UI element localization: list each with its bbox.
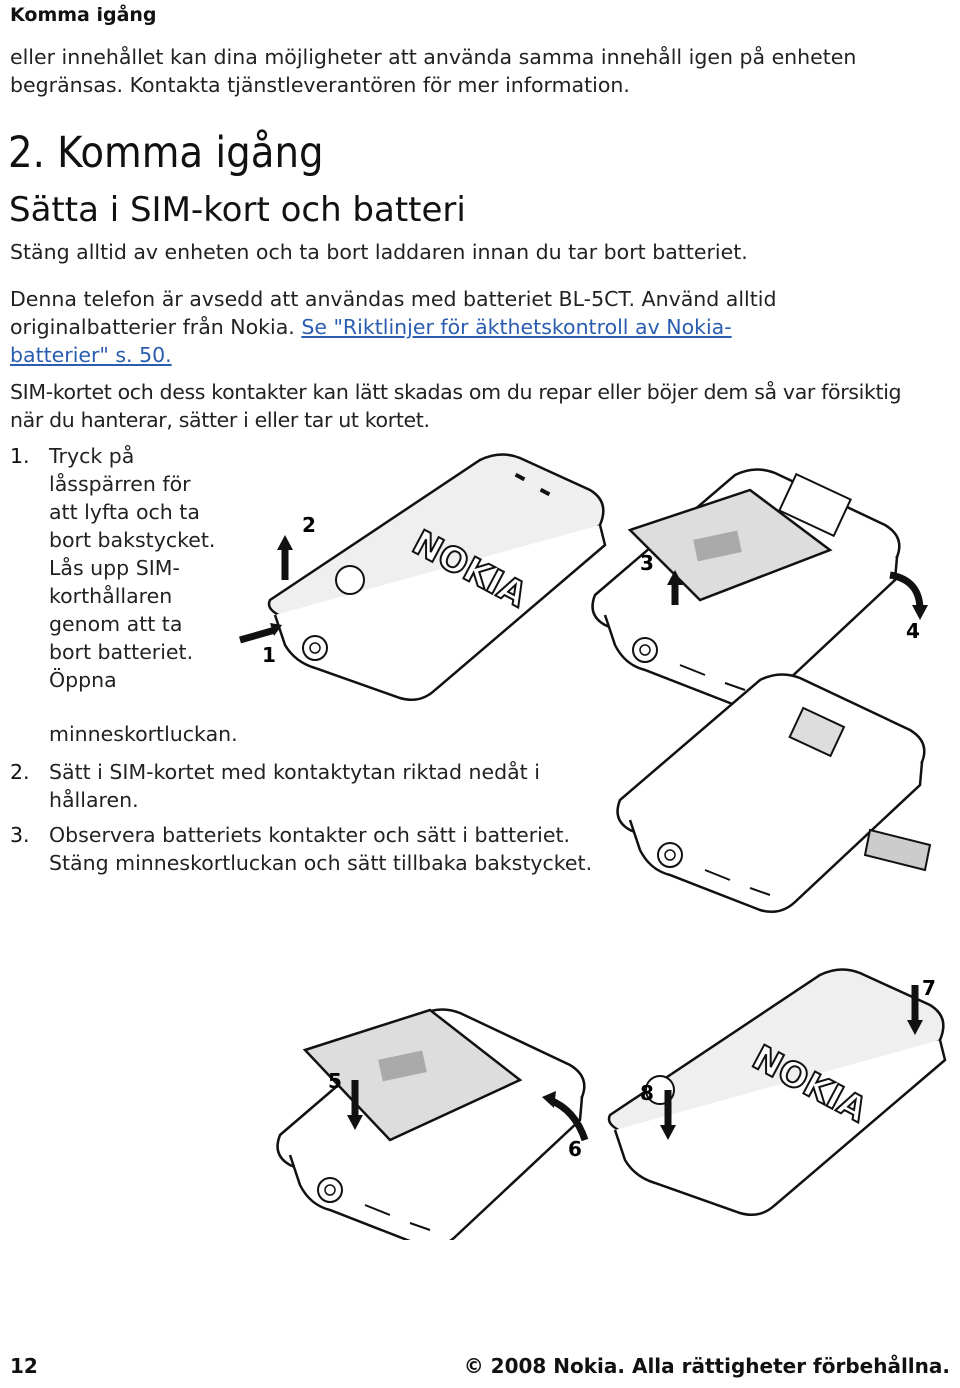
- intro-paragraph: eller innehållet kan dina möjligheter at…: [10, 43, 856, 99]
- battery-line-2-text: originalbatterier från Nokia.: [10, 315, 302, 339]
- copyright-notice: © 2008 Nokia. Alla rättigheter förbehåll…: [463, 1354, 950, 1378]
- arrow-1-icon: [239, 626, 276, 644]
- callout-3: 3: [640, 551, 654, 575]
- step-1-line: korthållaren: [49, 584, 173, 608]
- section-title: Sätta i SIM-kort och batteri: [9, 190, 466, 230]
- step-3-line: Stäng minneskortluckan och sätt tillbaka…: [49, 851, 593, 875]
- callout-4: 4: [906, 619, 920, 643]
- step-2-text: Sätt i SIM-kortet med kontaktytan riktad…: [49, 758, 540, 814]
- step-1-line: att lyfta och ta: [49, 500, 200, 524]
- step-3-line: Observera batteriets kontakter och sätt …: [49, 823, 571, 847]
- battery-line-1: Denna telefon är avsedd att användas med…: [10, 287, 777, 311]
- phone-battery-removal-figure: 3 4: [591, 468, 928, 709]
- callout-7: 7: [922, 976, 936, 1000]
- callout-8: 8: [640, 1081, 654, 1105]
- intro-line-2: begränsas. Kontakta tjänstleverantören f…: [10, 73, 630, 97]
- running-header: Komma igång: [10, 4, 157, 26]
- callout-2: 2: [302, 513, 316, 537]
- callout-1: 1: [262, 643, 276, 667]
- step-2-line: Sätt i SIM-kortet med kontaktytan riktad…: [49, 760, 540, 784]
- authenticity-guidelines-link-cont[interactable]: batterier" s. 50.: [10, 343, 172, 367]
- step-2-line: hållaren.: [49, 788, 139, 812]
- paragraph-battery: Denna telefon är avsedd att användas med…: [10, 285, 777, 369]
- step-1-line: genom att ta: [49, 612, 183, 636]
- step-3-number: 3.: [10, 823, 30, 847]
- sim-care-line-2: när du hanterar, sätter i eller tar ut k…: [10, 408, 430, 432]
- step-1-line: Öppna: [49, 668, 117, 692]
- sim-care-line-1: SIM-kortet och dess kontakter kan lätt s…: [10, 380, 902, 404]
- step-1-line: låsspärren för: [49, 472, 191, 496]
- callout-6: 6: [568, 1137, 582, 1161]
- step-1-line: bort batteriet.: [49, 640, 194, 664]
- step-1-line: Lås upp SIM-: [49, 556, 180, 580]
- sim-battery-installation-illustration: NOKIA 1 2 3 4: [239, 453, 947, 1240]
- step-1-text: Tryck på låsspärren för att lyfta och ta…: [49, 442, 215, 694]
- intro-line-1: eller innehållet kan dina möjligheter at…: [10, 45, 857, 69]
- phone-cover-replace-figure: NOKIA 7 8: [607, 968, 947, 1216]
- callout-5: 5: [328, 1069, 342, 1093]
- chapter-title: 2. Komma igång: [8, 128, 324, 178]
- page-number: 12: [10, 1354, 38, 1378]
- phone-back-cover-figure: NOKIA 1 2: [239, 453, 607, 701]
- paragraph-sim-care: SIM-kortet och dess kontakter kan lätt s…: [10, 378, 902, 434]
- step-1-line: Tryck på: [49, 444, 135, 468]
- authenticity-guidelines-link[interactable]: Se "Riktlinjer för äkthetskontroll av No…: [301, 315, 732, 339]
- sim-card-icon: [788, 706, 846, 758]
- step-2-number: 2.: [10, 760, 30, 784]
- step-3-text: Observera batteriets kontakter och sätt …: [49, 821, 592, 877]
- battery-line-2: originalbatterier från Nokia. Se "Riktli…: [10, 313, 777, 341]
- step-1-last-line: minneskortluckan.: [49, 722, 238, 746]
- paragraph-power-off: Stäng alltid av enheten och ta bort ladd…: [10, 240, 748, 264]
- step-1-number: 1.: [10, 444, 30, 468]
- step-1-line: bort bakstycket.: [49, 528, 216, 552]
- phone-sim-holder-figure: [616, 673, 932, 914]
- phone-battery-insert-figure: 5 6: [276, 1008, 589, 1240]
